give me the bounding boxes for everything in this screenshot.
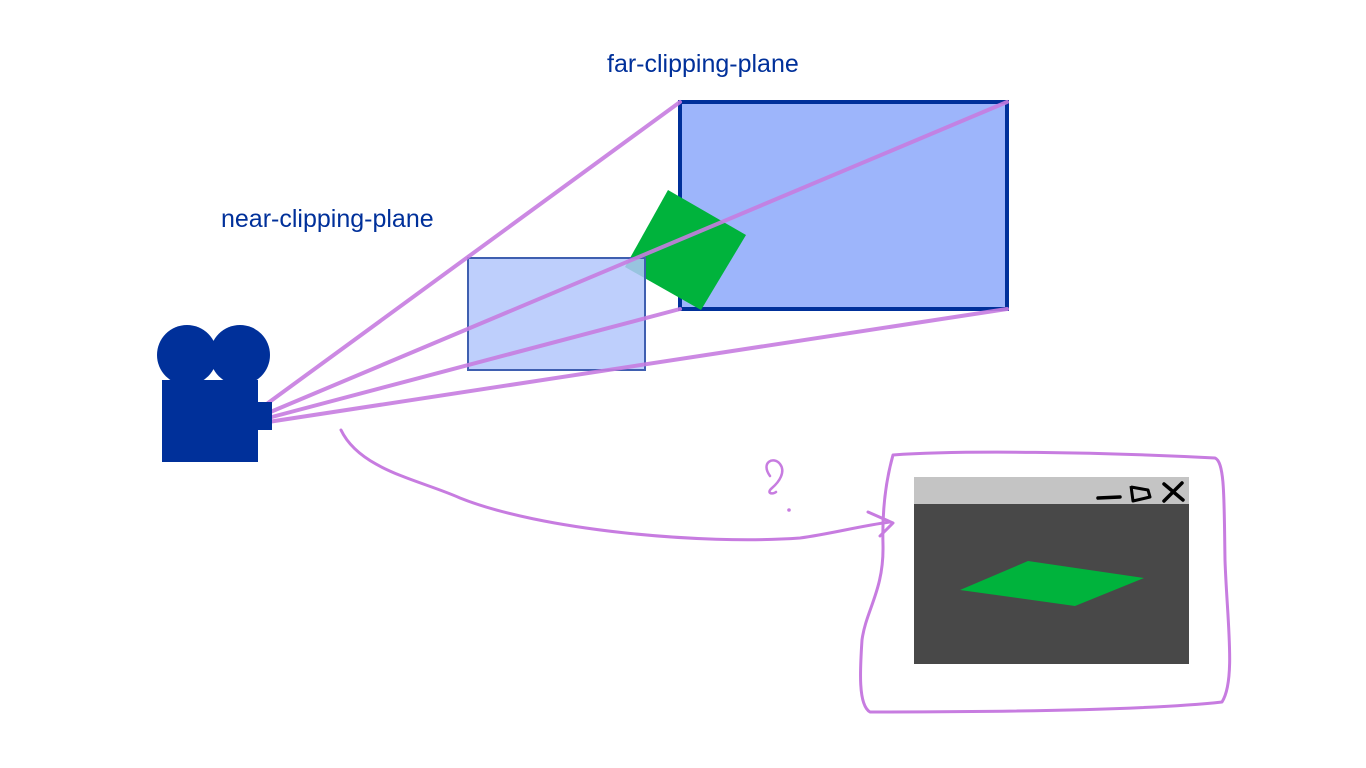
camera-body — [162, 380, 258, 462]
far-clipping-plane — [678, 100, 1009, 311]
frustum-line-top-right — [266, 100, 1009, 415]
scene-object — [625, 190, 746, 310]
frustum-line-bottom-left — [266, 307, 682, 420]
near-plane-label: near-clipping-plane — [221, 205, 434, 233]
far-plane-label: far-clipping-plane — [607, 50, 799, 78]
rendered-window — [914, 477, 1189, 664]
frustum-lines — [266, 100, 1009, 424]
rendered-object — [960, 561, 1144, 606]
close-icon[interactable] — [1162, 481, 1185, 503]
projection-arrow — [339, 428, 892, 542]
question-mark-icon — [765, 459, 784, 495]
near-clipping-plane — [467, 257, 646, 371]
frustum-line-top-left — [266, 100, 682, 405]
window-sketch-outline — [859, 450, 1232, 714]
frustum-line-bottom-right — [266, 307, 1009, 424]
camera-lens — [256, 402, 272, 430]
maximize-icon[interactable] — [1129, 485, 1152, 503]
camera-reel-left — [157, 325, 217, 385]
camera-reel-right — [210, 325, 270, 385]
question-mark-dot — [787, 508, 791, 512]
minimize-icon[interactable] — [1096, 495, 1122, 500]
movie-camera-icon — [157, 325, 272, 462]
